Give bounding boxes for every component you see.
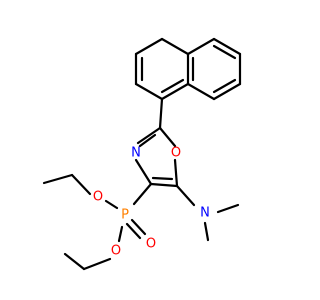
phosphorus-label: P xyxy=(121,208,129,223)
bond xyxy=(212,78,237,94)
bond xyxy=(104,199,119,210)
ring-oxygen-label: O xyxy=(171,146,181,161)
structure-canvas: N O N P O O O xyxy=(42,37,242,271)
bond xyxy=(134,37,164,56)
ring-nitrogen-label: N xyxy=(131,146,141,161)
bond xyxy=(160,82,190,101)
bond xyxy=(134,82,164,101)
bond xyxy=(212,82,242,101)
bond xyxy=(186,37,216,56)
bond xyxy=(151,176,174,181)
bond xyxy=(82,257,112,271)
bond xyxy=(173,158,179,188)
bond xyxy=(63,252,86,271)
molecule-drawing: N O N P O O O xyxy=(42,37,242,271)
bond xyxy=(203,221,210,242)
ester-oxygen-upper-label: O xyxy=(93,190,103,205)
bond xyxy=(125,222,142,240)
amine-nitrogen-label: N xyxy=(200,206,210,221)
bond xyxy=(175,184,196,207)
bond xyxy=(130,218,147,236)
bond xyxy=(149,182,179,188)
bond xyxy=(138,133,157,148)
bond xyxy=(134,158,153,186)
oxo-oxygen-label: O xyxy=(146,237,156,252)
ester-oxygen-lower-label: O xyxy=(111,244,121,259)
bond xyxy=(136,126,162,145)
bond xyxy=(160,78,185,94)
bond xyxy=(216,203,240,214)
bond xyxy=(158,126,177,148)
bond xyxy=(158,97,164,130)
bond xyxy=(212,37,242,56)
bond xyxy=(186,82,216,101)
bond xyxy=(212,44,237,60)
bond xyxy=(160,37,190,56)
bond xyxy=(42,173,74,185)
bond xyxy=(132,182,153,206)
bond xyxy=(70,173,92,196)
bond xyxy=(117,225,124,243)
